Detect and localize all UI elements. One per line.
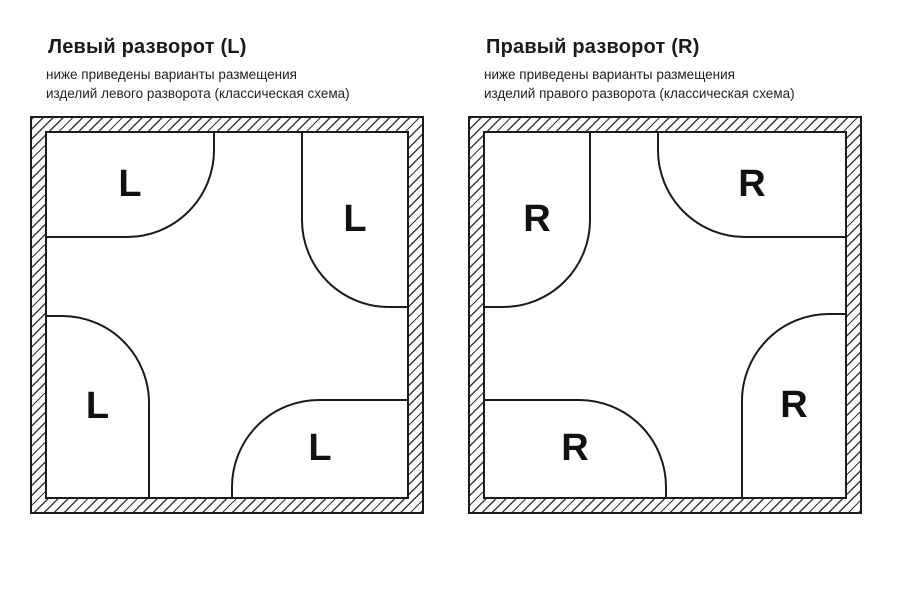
- tub-bottom-right: R: [741, 312, 847, 499]
- subtitle-line-2: изделий левого разворота (классическая с…: [46, 85, 350, 101]
- tub-top-left: R: [483, 130, 591, 308]
- tub-bottom-right: L: [231, 398, 409, 499]
- room-plan-left: L L L L: [30, 115, 424, 514]
- tub-bottom-left: R: [483, 398, 667, 499]
- tub-label: R: [738, 162, 766, 205]
- tub-label: R: [780, 384, 808, 427]
- subtitle-line-1: ниже приведены варианты размещения: [46, 67, 297, 82]
- tub-label: R: [561, 427, 589, 470]
- panel-title-right: Правый разворот (R): [486, 36, 700, 58]
- subtitle-line-2: изделий правого разворота (классическая …: [484, 85, 795, 101]
- tub-top-right: R: [657, 130, 847, 238]
- panel-left-orientation: Левый разворот (L) ниже приведены вариан…: [30, 36, 430, 514]
- tub-top-left: L: [45, 130, 215, 238]
- panel-title-left: Левый разворот (L): [48, 36, 247, 58]
- tub-label: L: [118, 162, 142, 205]
- tub-label: L: [308, 427, 332, 470]
- subtitle-line-1: ниже приведены варианты размещения: [484, 67, 735, 82]
- room-plan-right: R R R R: [468, 115, 862, 514]
- room-interior-left: L L L L: [45, 130, 409, 499]
- panel-right-orientation: Правый разворот (R) ниже приведены вариа…: [468, 36, 868, 514]
- panel-subtitle-left: ниже приведены варианты размещения издели…: [46, 66, 430, 104]
- tub-top-right: L: [301, 130, 409, 308]
- tub-bottom-left: L: [45, 314, 150, 499]
- tub-label: L: [343, 197, 367, 240]
- room-interior-right: R R R R: [483, 130, 847, 499]
- panel-subtitle-right: ниже приведены варианты размещения издели…: [484, 66, 868, 104]
- tub-label: R: [523, 197, 551, 240]
- tub-label: L: [85, 385, 110, 428]
